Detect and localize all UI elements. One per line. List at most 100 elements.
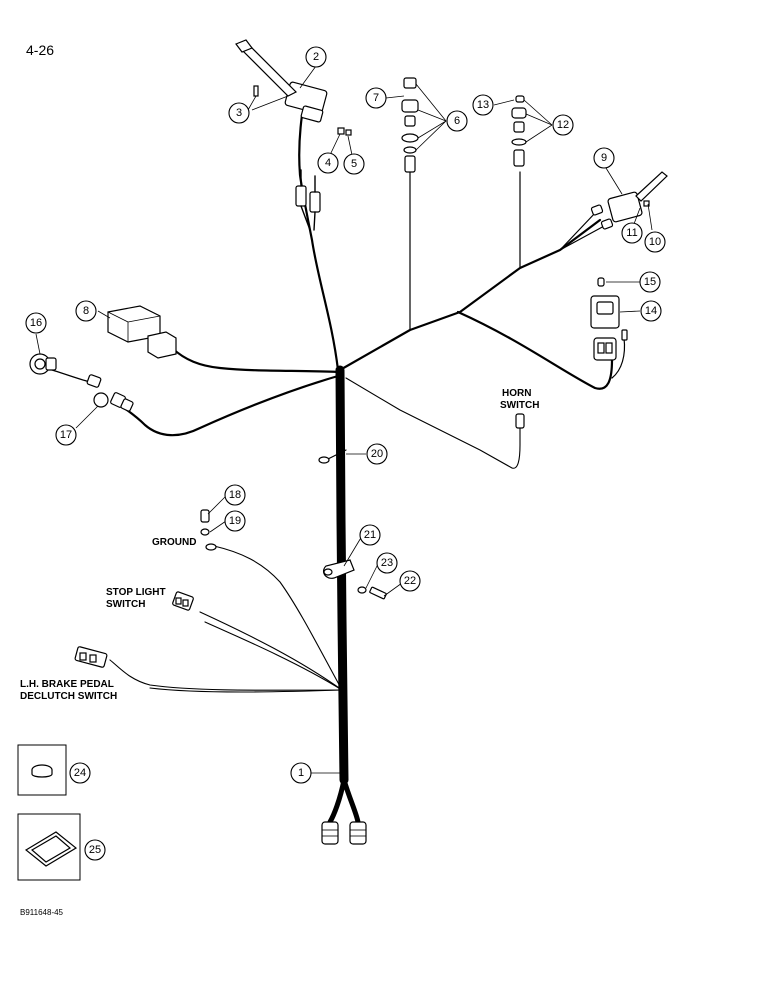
callout-9: 9	[593, 147, 615, 169]
callout-25: 25	[84, 839, 106, 861]
callout-6-label: 6	[454, 115, 460, 127]
wire-to-stop-light-switch-b	[204, 621, 343, 691]
bolt-22	[369, 586, 387, 600]
harness-end-connector-left	[321, 821, 339, 845]
callout-22: 22	[399, 570, 421, 592]
wire-to-switch-14	[456, 310, 614, 390]
callout-21: 21	[359, 524, 381, 546]
wire-right-main	[338, 218, 602, 372]
callout-22-label: 22	[404, 575, 416, 587]
callout-5: 5	[343, 153, 365, 175]
stop-light-switch-label-line1: STOP LIGHT	[106, 587, 166, 598]
lamp-assembly-6	[401, 77, 419, 173]
wire-to-ground	[213, 545, 343, 691]
wire-to-brake-switch-b	[149, 687, 343, 693]
callout-2-label: 2	[313, 51, 319, 63]
callout-19-label: 19	[229, 515, 241, 527]
lens-15	[597, 277, 605, 287]
callout-11-label: 11	[626, 227, 637, 239]
figure-code: B911648-45	[20, 908, 64, 917]
callout-11: 11	[621, 222, 643, 244]
wire-to-connector-17	[118, 374, 340, 437]
callout-13: 13	[472, 94, 494, 116]
lamp-assembly-12	[511, 95, 527, 167]
callout-5-label: 5	[351, 158, 357, 170]
ground-label: GROUND	[152, 537, 196, 548]
callout-10: 10	[644, 231, 666, 253]
callout-14: 14	[640, 300, 662, 322]
callout-20: 20	[366, 443, 388, 465]
callout-14-label: 14	[645, 305, 657, 317]
callout-18-label: 18	[229, 489, 241, 501]
screw-3	[253, 85, 259, 97]
clip-20	[318, 449, 347, 464]
callout-17-label: 17	[60, 429, 72, 441]
stop-light-switch-connector	[172, 591, 194, 611]
callout-1-label: 1	[298, 767, 304, 779]
wire-to-switch-9-a	[559, 211, 597, 251]
brake-switch-label-line1: L.H. BRAKE PEDAL	[20, 679, 114, 690]
callout-19: 19	[224, 510, 246, 532]
wire-to-relay-8	[170, 346, 340, 374]
callout-4-label: 4	[325, 157, 331, 169]
screw-4-nut-5	[337, 127, 352, 136]
callout-15: 15	[639, 271, 661, 293]
horn-switch-label-line1: HORN	[502, 388, 531, 399]
wire-to-switch-9-b	[559, 224, 607, 251]
leader-lines	[35, 65, 653, 774]
rocker-switch-14	[590, 295, 628, 361]
callout-6: 6	[446, 110, 468, 132]
harness-end-connector-right	[349, 821, 367, 845]
callout-10-label: 10	[649, 236, 661, 248]
callout-9-label: 9	[601, 152, 607, 164]
wire-to-switch-2	[298, 113, 340, 372]
callout-20-label: 20	[371, 448, 383, 460]
ground-bolt-18	[200, 509, 210, 523]
callout-21-label: 21	[364, 529, 376, 541]
washer-23	[357, 586, 367, 594]
callout-7: 7	[365, 87, 387, 109]
callout-7-label: 7	[373, 92, 379, 104]
callout-17: 17	[55, 424, 77, 446]
callout-12: 12	[552, 114, 574, 136]
relay-8	[107, 305, 177, 359]
callout-12-label: 12	[557, 119, 569, 131]
horn-switch-connector	[515, 413, 525, 429]
ground-terminal	[205, 543, 217, 551]
callout-4: 4	[317, 152, 339, 174]
part-24-box	[17, 744, 67, 796]
callout-3: 3	[228, 102, 250, 124]
callout-13-label: 13	[477, 99, 489, 111]
callout-2: 2	[305, 46, 327, 68]
brake-switch-connector	[74, 646, 108, 668]
stop-light-switch-label-line2: SWITCH	[106, 599, 145, 610]
callout-23-label: 23	[381, 557, 393, 569]
callout-24: 24	[69, 762, 91, 784]
sender-16	[29, 353, 102, 388]
wire-to-brake-switch	[109, 659, 343, 691]
switch-9	[590, 171, 668, 230]
wire-to-stop-light-switch	[199, 611, 343, 691]
wire-to-horn-switch	[345, 377, 521, 469]
callout-8: 8	[75, 300, 97, 322]
part-25-box	[17, 813, 81, 881]
callout-8-label: 8	[83, 305, 89, 317]
callout-24-label: 24	[74, 767, 86, 779]
connector-17	[93, 392, 134, 412]
callout-18: 18	[224, 484, 246, 506]
callout-23: 23	[376, 552, 398, 574]
brake-switch-label-line2: DECLUTCH SWITCH	[20, 691, 117, 702]
callout-16: 16	[25, 312, 47, 334]
callout-1: 1	[290, 762, 312, 784]
turn-signal-switch	[235, 39, 328, 123]
callout-25-label: 25	[89, 844, 101, 856]
main-harness-trunk	[327, 365, 361, 825]
page-number: 4-26	[26, 42, 54, 58]
callout-16-label: 16	[30, 317, 42, 329]
clamp-21	[322, 559, 355, 579]
callout-3-label: 3	[236, 107, 242, 119]
callout-15-label: 15	[644, 276, 656, 288]
wire-to-switch-14-b	[611, 337, 626, 379]
washer-19	[200, 528, 210, 536]
